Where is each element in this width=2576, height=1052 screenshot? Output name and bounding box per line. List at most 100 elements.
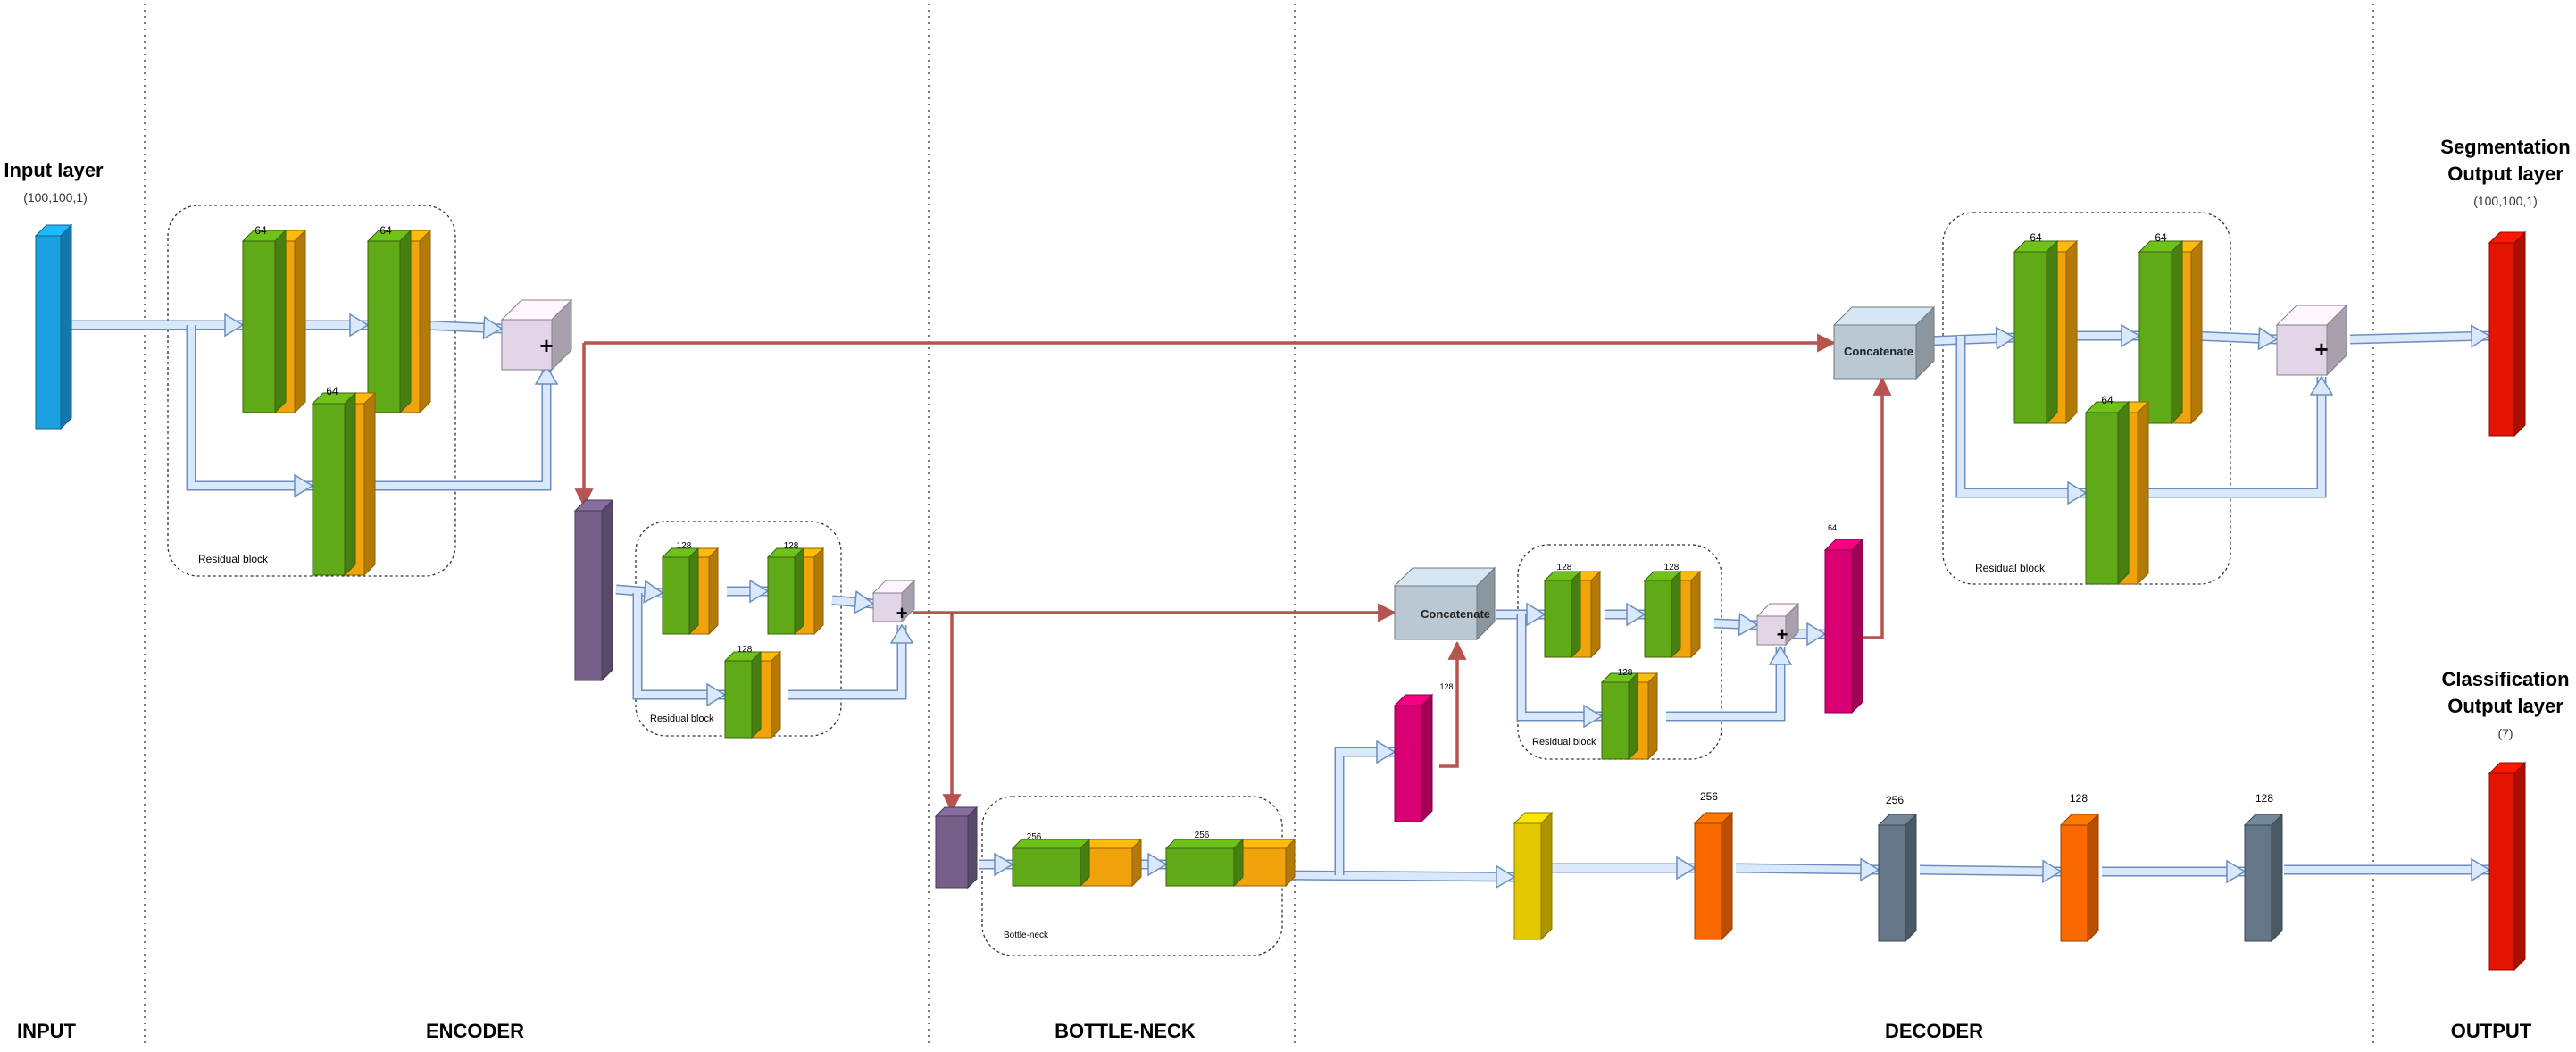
dec2-conv-2-conv-side	[1671, 570, 1681, 659]
arrow-bottleneck-to-upsample	[1334, 739, 1396, 875]
enc2-conv-shortcut-bn-side	[771, 650, 781, 739]
arrow-enc1-shortcut	[186, 325, 314, 498]
dec1-concat-box	[1832, 305, 1936, 380]
arrow-enc2-shortcut-add-head	[889, 623, 914, 644]
arrow-enc2-conv1-conv2-head	[749, 579, 770, 604]
arrow-d1-to-d2	[1735, 857, 1880, 882]
enc2-add-node	[871, 579, 916, 623]
input-layer-block-front	[35, 235, 62, 430]
dec2-conv-1-conv-side	[1571, 570, 1581, 659]
dec1-caption: Residual block	[1975, 562, 2046, 574]
enc2-filter-a: 128	[677, 541, 692, 551]
cls-dense-4	[2243, 813, 2284, 943]
cls-dense-0-front	[1513, 822, 1542, 940]
enc1-add-node-front	[501, 319, 553, 371]
enc1-conv-1-conv-side	[274, 229, 287, 414]
arrow-dec2-conv2-add-head	[1738, 612, 1759, 637]
enc2-pool	[934, 806, 979, 889]
cls-dense-1-front	[1694, 822, 1722, 940]
arrow-pool2-to-bottleneck	[979, 852, 1014, 877]
arrow-dec2-shortcut-add-body	[1666, 647, 1784, 720]
arrow-d2-to-d3-head	[2042, 859, 2063, 884]
enc2-conv-2-conv	[766, 547, 805, 636]
arrow-dec1-add-to-seg-output-head	[2470, 324, 2491, 348]
arrow-enc1-shortcut-head	[294, 473, 314, 498]
arrow-d2-to-d3-body	[1919, 866, 2062, 875]
input-layer-title: Input layer	[4, 159, 104, 181]
enc1-conv-shortcut-conv-front	[312, 403, 346, 576]
arrow-enc2-conv1-conv2	[727, 579, 770, 604]
arrow-enc2-shortcut-add-body	[788, 625, 905, 698]
input-layer-block-side	[60, 223, 72, 430]
cls-dense-0-side	[1540, 811, 1553, 941]
arrow-dec1-add-to-seg-output-body	[2349, 332, 2490, 343]
arrow-dec1-conv2-add-head	[2257, 326, 2279, 351]
arrow-dec2-add-to-upsample-head	[1806, 622, 1827, 647]
arrow-bottleneck-conv1-conv2-head	[1147, 852, 1168, 877]
bottleneck-conv-2	[1164, 838, 1296, 888]
arrow-dec2-shortcut-head	[1583, 704, 1604, 729]
arrow-bottleneck-to-upsample-outline	[1334, 747, 1395, 875]
dec1-conv-2-conv-front	[2138, 251, 2172, 424]
arrow-input-to-enc1	[71, 313, 245, 338]
dec2-concat-box-front	[1394, 585, 1478, 640]
dec1-concat-box-front	[1833, 324, 1917, 380]
arrow-dec2-concat-to-conv1-head	[1526, 602, 1546, 627]
cls-dense-2-front	[1878, 824, 1906, 942]
dec1-conv-1-conv	[2013, 239, 2059, 425]
cls-dense-3-side	[2087, 813, 2099, 943]
cls-dense-4-filters: 128	[2255, 792, 2273, 805]
dec2-conv-2-conv	[1643, 570, 1682, 659]
arrow-d2-to-d3	[1919, 859, 2063, 884]
enc1-pool-front	[574, 510, 603, 681]
arrow-d4-to-cls-output	[2284, 857, 2491, 882]
cls-dense-2-side	[1905, 813, 1917, 943]
seg-output-block	[2488, 230, 2527, 438]
input-layer-block	[34, 223, 73, 430]
dec2-conv-shortcut-conv-side	[1628, 672, 1638, 761]
arrow-bottleneck-to-upsample-body	[1336, 748, 1395, 875]
enc1-conv-2-bn-side	[419, 229, 431, 414]
bottleneck-conv-1-conv-side	[1080, 838, 1090, 888]
arrow-dec1-conv1-conv2-head	[2121, 323, 2141, 348]
section-dividers	[144, 4, 2374, 1045]
arrow-enc1-shortcut-add-body	[368, 366, 550, 489]
cls-dense-4-side	[2271, 813, 2283, 943]
cls-dense-3	[2059, 813, 2100, 943]
enc2-caption: Residual block	[650, 714, 714, 724]
dec1-up-filters: 64	[1828, 523, 1837, 532]
bottleneck-conv-2-bn-side	[1285, 838, 1296, 888]
arrow-d1-to-d2-body	[1735, 864, 1880, 873]
dec1-conv-shortcut	[2084, 400, 2150, 586]
seg-output-shape: (100,100,1)	[2473, 194, 2538, 208]
cls-dense-4-front	[2244, 824, 2272, 942]
enc1-conv-2-conv	[366, 229, 413, 414]
arrow-input-to-enc1-head	[224, 313, 245, 338]
seg-output-block-front	[2488, 242, 2515, 437]
arrow-enc1-shortcut-add-head	[534, 364, 559, 385]
arrow-bottleneck-to-dense-body	[1280, 872, 1515, 881]
arrow-dec2-shortcut-add-head	[1768, 645, 1793, 665]
arrow-d3-to-d4	[2102, 859, 2247, 884]
section-output: OUTPUT	[2451, 1020, 2532, 1042]
enc1-conv-shortcut-bn-side	[363, 391, 376, 577]
dec1-conv-2-conv-side	[2171, 239, 2183, 425]
dec2-conv-1-conv	[1543, 570, 1582, 659]
dec2-filter-c: 128	[1618, 668, 1633, 678]
bottleneck-conv-2-conv-side	[1233, 838, 1244, 888]
section-bottleneck: BOTTLE-NECK	[1055, 1020, 1196, 1042]
enc2-conv-shortcut	[723, 650, 782, 739]
enc1-frame	[167, 205, 456, 577]
cls-dense-3-front	[2060, 824, 2088, 942]
arrow-dec1-shortcut-add-head	[2309, 375, 2334, 396]
enc2-conv-1-conv-front	[662, 556, 690, 635]
enc2-conv-2-conv-front	[767, 556, 796, 635]
arrow-dec1-shortcut-body	[1957, 336, 2086, 497]
arrow-dec1-shortcut-add-body	[2139, 377, 2325, 497]
operations	[500, 298, 2348, 647]
arrow-dec1-shortcut	[1955, 336, 2088, 505]
dec1-concat-label: Concatenate	[1844, 345, 1913, 358]
enc1-filter-a: 64	[254, 224, 267, 237]
enc2-conv-1-bn-side	[708, 547, 719, 636]
section-encoder: ENCODER	[426, 1020, 524, 1042]
